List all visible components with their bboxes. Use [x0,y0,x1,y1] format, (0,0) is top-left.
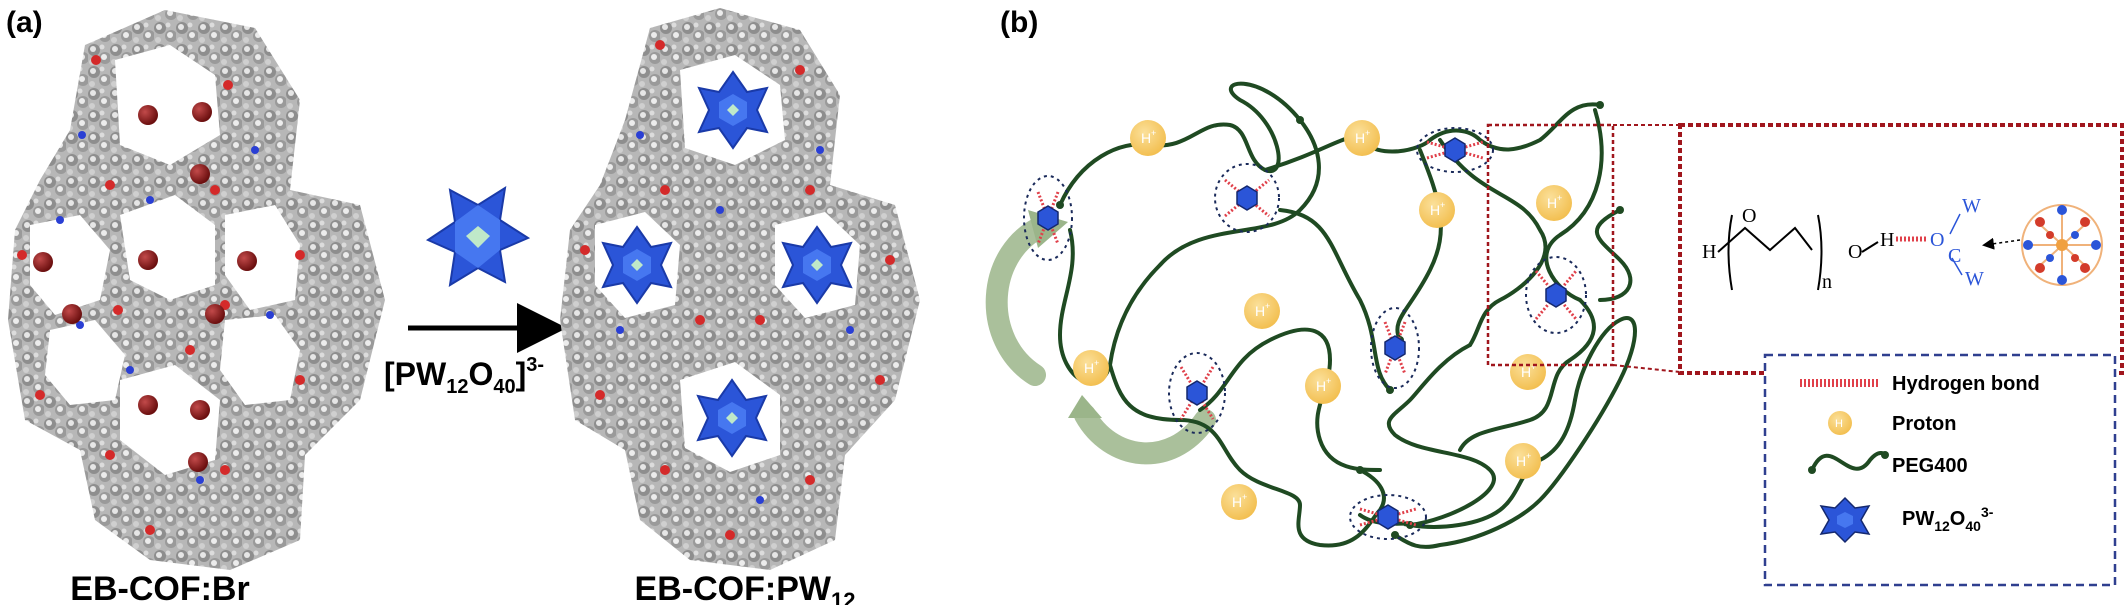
pw12-site [1349,494,1427,540]
peg-chain-ends [1056,101,1624,539]
svg-text:H: H [1255,303,1265,319]
svg-text:H: H [1430,202,1440,218]
svg-text:+: + [1526,451,1531,461]
panel-a-label: (a) [6,6,43,39]
svg-text:+: + [1242,492,1247,502]
inset-panel: H O n O H O C W W [1678,123,2124,375]
svg-text:+: + [1265,301,1270,311]
polyoxometalate-icon [425,185,531,287]
inset-w2: W [1965,268,1984,290]
svg-text:+: + [1440,200,1445,210]
svg-text:H: H [1521,364,1531,380]
svg-text:+: + [1365,128,1370,138]
inset-o2: O [1848,241,1862,263]
svg-text:H: H [1547,195,1557,211]
inset-w1: W [1962,195,1981,217]
inset-backbone [1717,226,1813,253]
bromide-ions [33,102,257,472]
svg-text:H: H [1084,360,1094,376]
proton: H+ [1419,192,1455,228]
hbonded-pw12-clusters [1023,127,1587,540]
cof-left-heteroatoms [17,55,305,535]
inset-o1: O [1742,205,1756,227]
inset-n: n [1822,271,1832,293]
svg-text:H: H [1316,378,1326,394]
right-caption: EB-COF:PW12 [635,570,856,605]
legend-hbond-label: Hydrogen bond [1892,373,2040,395]
proton: H+ [1505,443,1541,479]
svg-text:H: H [1141,130,1151,146]
left-caption: EB-COF:Br [70,570,249,605]
legend-proton-label: Proton [1892,413,1956,435]
proton: H+ [1536,185,1572,221]
cof-right-heteroatoms [580,40,895,540]
pw12-ball-stick [2021,204,2103,286]
svg-text:H: H [1516,453,1526,469]
inset-bracket-left [1727,214,1733,291]
proton: H+ [1244,293,1280,329]
inset-bracket-right [1817,214,1823,291]
legend-pw12-label: PW12O403- [1902,504,1994,534]
proton: H+ [1305,368,1341,404]
cof-left-framework [8,10,385,570]
svg-text:+: + [1151,128,1156,138]
protons: H+ H+ H+ H+ H+ H+ H+ H+ H+ H+ [1073,120,1572,520]
inset-h2: H [1880,229,1894,251]
svg-text:+: + [1326,376,1331,386]
reagent-formula: [PW12O40]3- [384,354,544,398]
pw12-site [1168,352,1226,434]
inset-c: C [1948,245,1961,267]
zoom-box [1486,123,1615,367]
inset-o3: O [1930,229,1944,251]
inset-h-left: H [1702,241,1716,263]
pw12-site [1525,256,1587,334]
proton: H+ [1510,354,1546,390]
legend-pw12-swatch [1819,496,1871,544]
proton: H+ [1130,120,1166,156]
panel-b-label: (b) [1000,6,1038,39]
legend-proton-swatch: H [1828,411,1852,435]
svg-text:+: + [1557,193,1562,203]
pw12-site [1023,175,1073,261]
proton: H+ [1073,350,1109,386]
proton: H+ [1344,120,1380,156]
proton: H+ [1221,484,1257,520]
svg-text:H: H [1355,130,1365,146]
svg-text:+: + [1094,358,1099,368]
pw12-site [1214,163,1280,233]
svg-text:+: + [1531,362,1536,372]
svg-text:H: H [1232,494,1242,510]
svg-text:H: H [1835,418,1843,430]
pw12-site [1370,307,1420,389]
proton-hopping-arrows [985,210,1216,465]
legend-peg-label: PEG400 [1892,455,1968,477]
pw12-site [1416,127,1494,173]
encapsulated-pw12-clusters [601,70,853,458]
zoom-connector-bottom [1612,364,1681,373]
legend-peg-swatch [1808,451,1889,474]
legend: Hydrogen bond H Proton PEG400 PW12O403- [1763,353,2117,587]
